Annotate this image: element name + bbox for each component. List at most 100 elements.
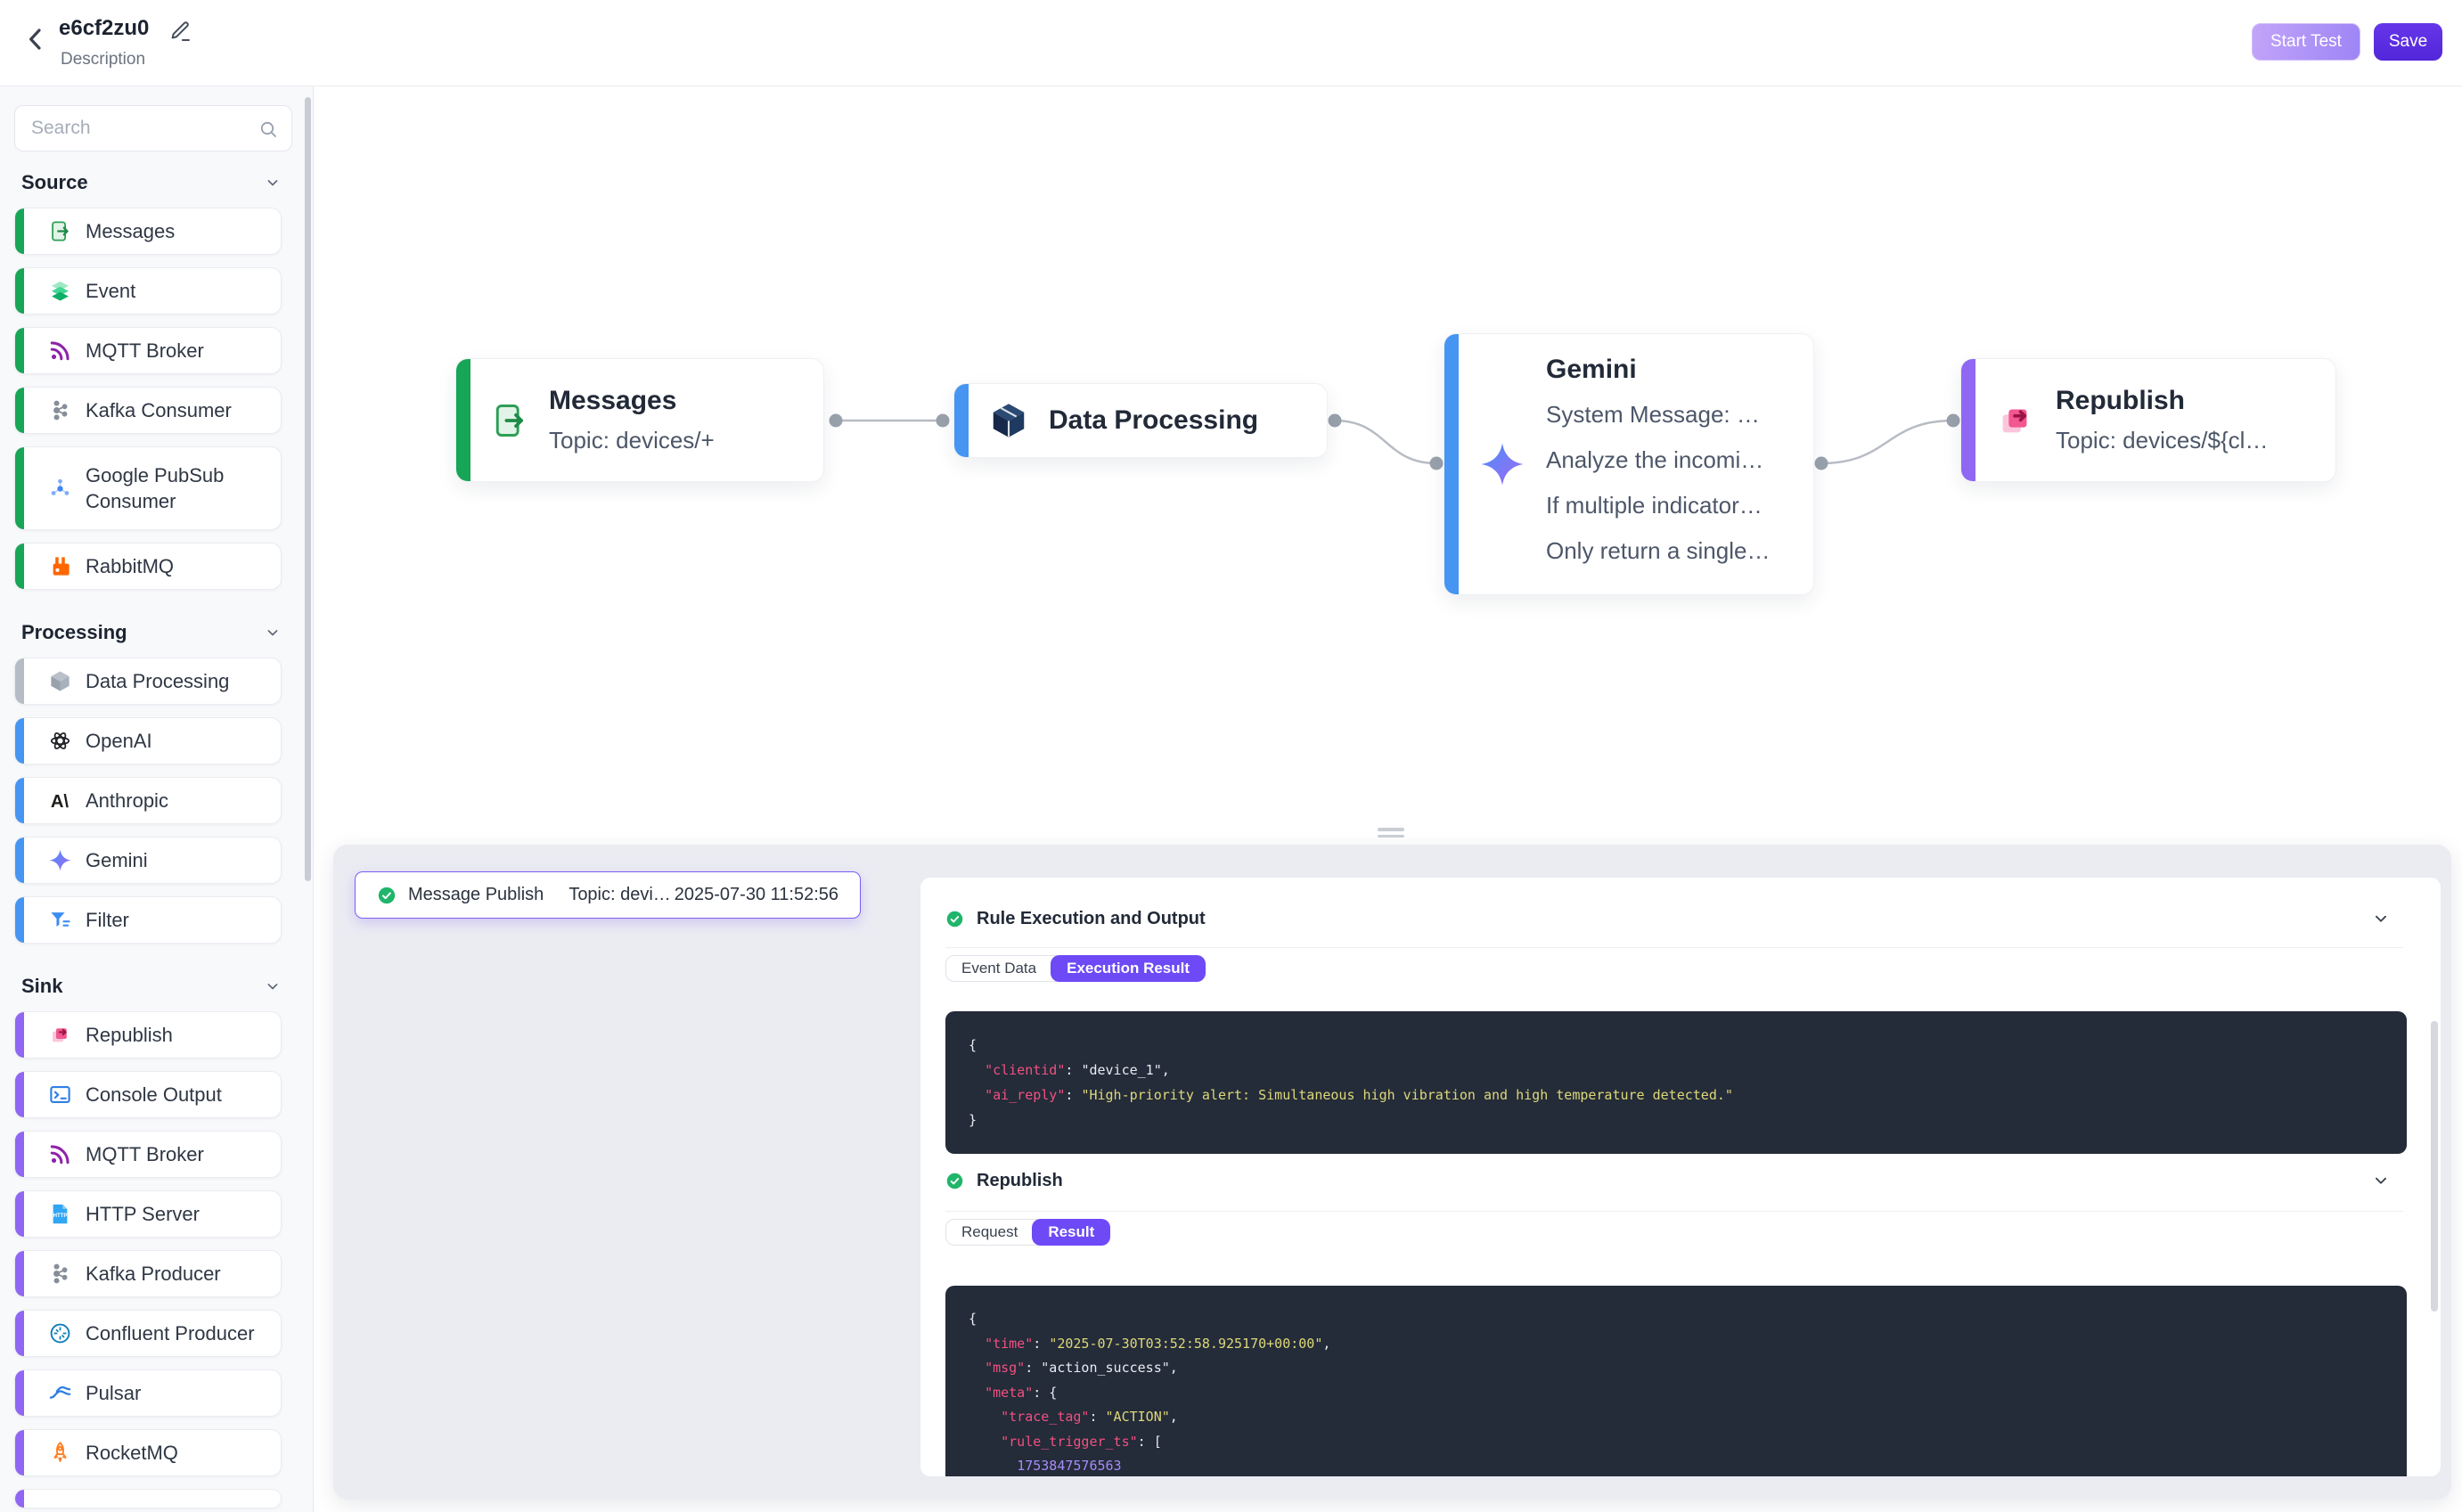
sidebar-item-kafka-producer[interactable]: Kafka Producer bbox=[14, 1250, 282, 1297]
sidebar-item-pulsar[interactable]: Pulsar bbox=[14, 1369, 282, 1417]
node-title: Gemini bbox=[1546, 355, 1637, 384]
item-label: Confluent Producer bbox=[86, 1322, 255, 1344]
top-header: e6cf2zu0 Description Start Test Save bbox=[0, 0, 2462, 86]
search-box bbox=[14, 105, 292, 151]
section-divider bbox=[945, 1211, 2403, 1212]
sidebar-item-gemini[interactable]: Gemini bbox=[14, 837, 282, 884]
sidebar-item-rabbitmq[interactable]: RabbitMQ bbox=[14, 543, 282, 590]
back-button[interactable] bbox=[21, 25, 50, 53]
edit-pencil-icon[interactable] bbox=[168, 18, 192, 43]
tab-request[interactable]: Request bbox=[961, 1223, 1018, 1240]
node-title: Republish bbox=[2056, 386, 2186, 415]
item-label: Gemini bbox=[86, 849, 148, 871]
sidebar-item-confluent-producer[interactable]: Confluent Producer bbox=[14, 1310, 282, 1357]
item-accent-bar bbox=[15, 447, 24, 529]
item-label: Filter bbox=[86, 909, 129, 931]
item-label: Anthropic bbox=[86, 789, 168, 812]
sidebar-item-item[interactable] bbox=[14, 1489, 282, 1508]
node-accent-bar bbox=[1444, 334, 1459, 594]
node-republish[interactable]: Republish Topic: devices/${cl… bbox=[1960, 358, 2336, 482]
item-label: MQTT Broker bbox=[86, 339, 204, 362]
event-list-item[interactable]: Message Publish Topic: devi… 2025-07-30 … bbox=[355, 871, 861, 919]
node-messages[interactable]: Messages Topic: devices/+ bbox=[455, 358, 824, 482]
kafka-icon bbox=[48, 1262, 72, 1286]
item-label: HTTP Server bbox=[86, 1203, 200, 1225]
sidebar-sections: Source Messages Event MQTT Broker Kafka … bbox=[0, 167, 313, 1508]
sidebar-item-rocketmq[interactable]: RocketMQ bbox=[14, 1429, 282, 1476]
chevron-down-icon bbox=[264, 174, 282, 192]
event-timestamp: 2025-07-30 11:52:56 bbox=[674, 885, 838, 904]
sidebar-item-http-server[interactable]: HTTP Server bbox=[14, 1190, 282, 1238]
pubsub-icon bbox=[48, 477, 72, 501]
node-subtitle: Topic: devices/${cl… bbox=[2056, 427, 2269, 454]
item-label: Republish bbox=[86, 1024, 173, 1046]
item-accent-bar bbox=[15, 544, 24, 589]
success-check-icon bbox=[945, 1172, 964, 1190]
sidebar-item-republish[interactable]: Republish bbox=[14, 1011, 282, 1058]
item-label: Pulsar bbox=[86, 1382, 142, 1404]
node-gemini[interactable]: Gemini System Message: … Analyze the inc… bbox=[1444, 333, 1814, 595]
item-accent-bar bbox=[15, 328, 24, 373]
sidebar-item-openai[interactable]: OpenAI bbox=[14, 717, 282, 764]
chevron-down-icon bbox=[264, 624, 282, 642]
panel-scrollbar[interactable] bbox=[2431, 1021, 2438, 1312]
sidebar-item-mqtt-broker[interactable]: MQTT Broker bbox=[14, 1131, 282, 1178]
section-header-source[interactable]: Source bbox=[21, 167, 282, 199]
sidebar-item-messages[interactable]: Messages bbox=[14, 208, 282, 255]
mqtt-icon bbox=[48, 339, 72, 363]
sidebar-item-data-processing[interactable]: Data Processing bbox=[14, 658, 282, 705]
event-topic: Topic: devi… bbox=[568, 885, 671, 904]
section-header-sink[interactable]: Sink bbox=[21, 970, 282, 1002]
tab-execution-result[interactable]: Execution Result bbox=[1051, 955, 1206, 982]
cube-gray-icon bbox=[48, 669, 72, 693]
item-accent-bar bbox=[15, 208, 24, 254]
sidebar-item-filter[interactable]: Filter bbox=[14, 896, 282, 944]
item-label: OpenAI bbox=[86, 730, 152, 752]
sidebar-item-mqtt-broker[interactable]: MQTT Broker bbox=[14, 327, 282, 374]
section-header-republish: Republish bbox=[945, 1165, 1063, 1197]
section-header-processing[interactable]: Processing bbox=[21, 617, 282, 649]
tab-event-data[interactable]: Event Data bbox=[961, 960, 1037, 977]
item-accent-bar bbox=[15, 1191, 24, 1237]
node-accent-bar bbox=[456, 359, 470, 481]
rabbitmq-icon bbox=[48, 554, 72, 578]
item-accent-bar bbox=[15, 1251, 24, 1296]
collapse-chevron-icon[interactable] bbox=[2371, 909, 2391, 928]
sidebar-item-kafka-consumer[interactable]: Kafka Consumer bbox=[14, 387, 282, 434]
page-title: e6cf2zu0 bbox=[59, 16, 150, 40]
pulsar-icon bbox=[48, 1381, 72, 1405]
search-input[interactable] bbox=[15, 106, 291, 151]
panel-drag-handle[interactable] bbox=[1378, 828, 1404, 841]
node-accent-bar bbox=[954, 384, 969, 457]
item-label: Messages bbox=[86, 220, 176, 242]
item-label: Data Processing bbox=[86, 670, 230, 692]
sidebar-item-event[interactable]: Event bbox=[14, 267, 282, 315]
success-check-icon bbox=[945, 910, 964, 928]
item-accent-bar bbox=[15, 388, 24, 433]
item-label: Console Output bbox=[86, 1083, 222, 1106]
node-data-processing[interactable]: Data Processing bbox=[953, 383, 1328, 458]
openai-icon bbox=[48, 729, 72, 753]
section-label: Processing bbox=[21, 621, 127, 643]
collapse-chevron-icon[interactable] bbox=[2371, 1171, 2391, 1190]
page-description[interactable]: Description bbox=[61, 50, 146, 69]
sidebar-item-anthropic[interactable]: Anthropic bbox=[14, 777, 282, 824]
sidebar-scrollbar[interactable] bbox=[305, 97, 311, 881]
item-label: RabbitMQ bbox=[86, 555, 175, 577]
item-accent-bar bbox=[15, 1490, 24, 1508]
event-icon bbox=[48, 279, 72, 303]
item-accent-bar bbox=[15, 1370, 24, 1416]
save-button[interactable]: Save bbox=[2374, 23, 2442, 61]
sidebar-item-console-output[interactable]: Console Output bbox=[14, 1071, 282, 1118]
data-processing-cube-icon bbox=[988, 400, 1029, 441]
confluent-icon bbox=[48, 1321, 72, 1345]
start-test-button[interactable]: Start Test bbox=[2252, 23, 2360, 61]
item-label: MQTT Broker bbox=[86, 1143, 204, 1165]
node-title: Messages bbox=[549, 386, 677, 415]
republish-icon bbox=[48, 1023, 72, 1047]
node-prompt-line: System Message: … bbox=[1546, 401, 1760, 428]
tab-result[interactable]: Result bbox=[1032, 1219, 1111, 1246]
item-accent-bar bbox=[15, 658, 24, 704]
